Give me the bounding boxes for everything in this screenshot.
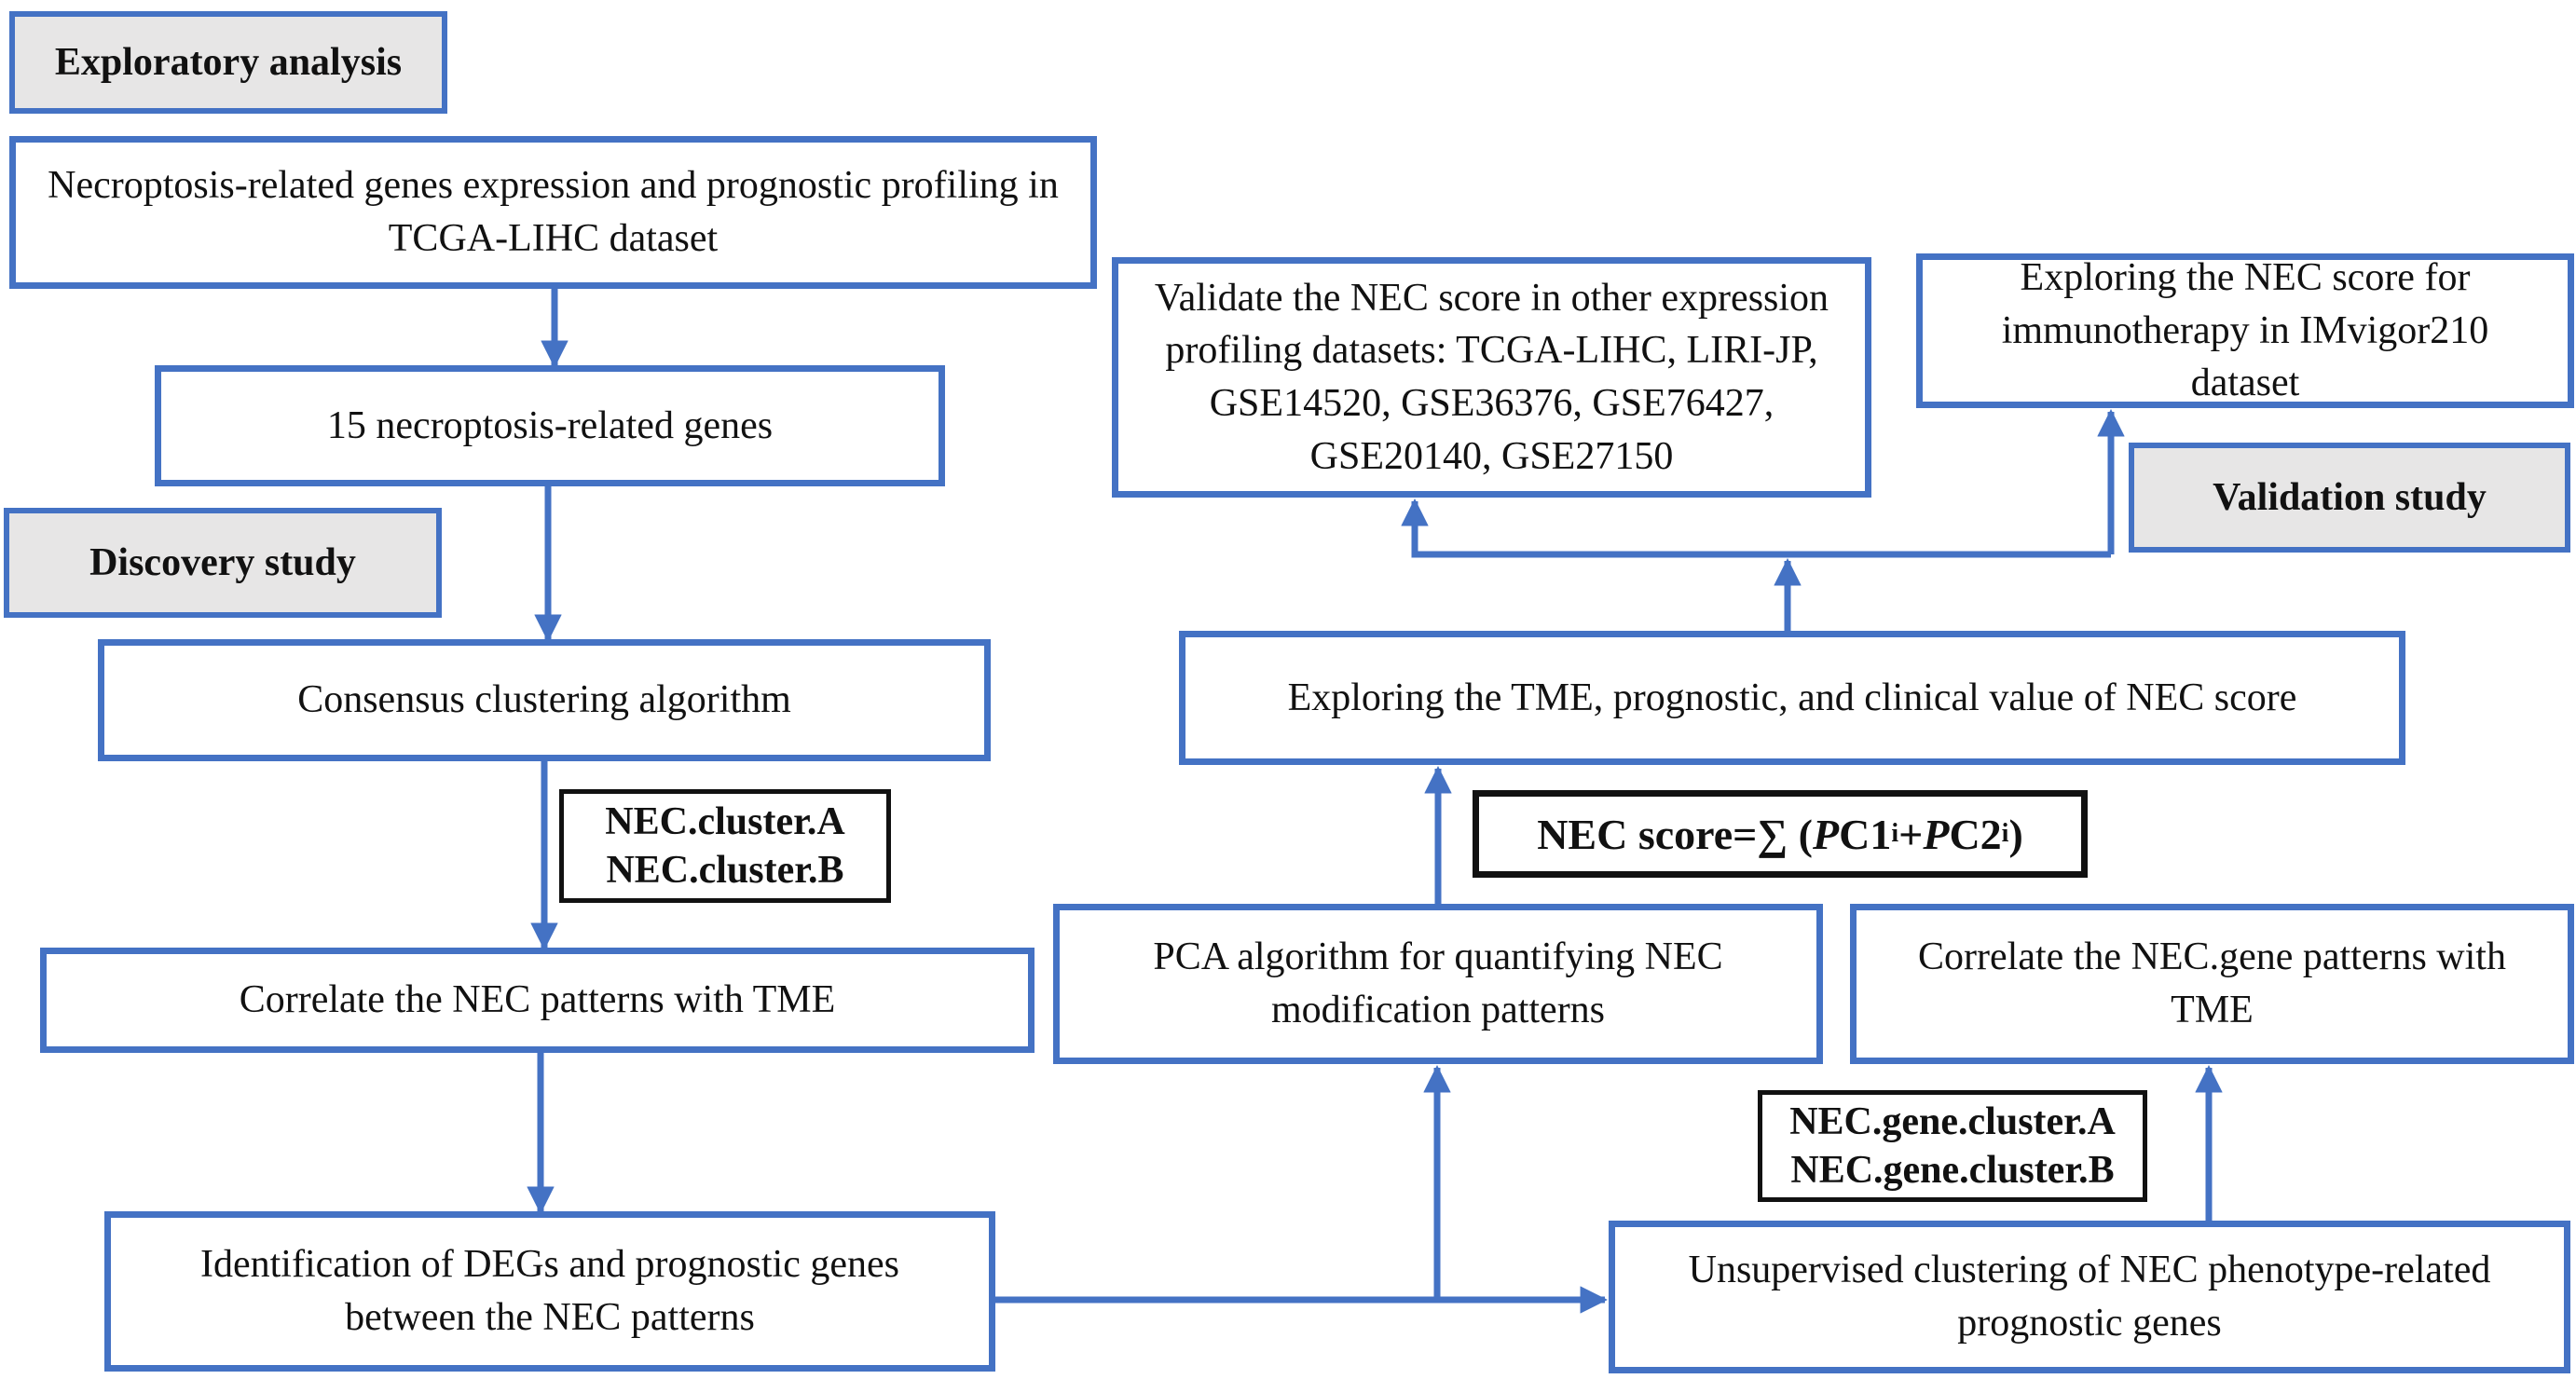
tag-line: NEC.gene.cluster.A — [1789, 1099, 2116, 1143]
node-explore-immunotherapy: Exploring the NEC score for immunotherap… — [1916, 253, 2574, 408]
node-pca-algorithm: PCA algorithm for quantifying NEC modifi… — [1053, 904, 1823, 1064]
node-text: Correlate the NEC patterns with TME — [239, 978, 836, 1022]
formula-sum: ∑ ( — [1757, 810, 1813, 858]
tag-nec-cluster: NEC.cluster.A NEC.cluster.B — [559, 789, 891, 903]
section-label-text: Discovery study — [89, 541, 356, 584]
node-text: 15 necroptosis-related genes — [326, 403, 774, 447]
formula-plus: + — [1898, 810, 1924, 858]
formula-lhs: NEC score= — [1537, 810, 1758, 858]
formula-p1: P — [1812, 810, 1840, 858]
formula-c1: C1 — [1839, 810, 1892, 858]
node-correlate-gene-patterns: Correlate the NEC.gene patterns with TME — [1850, 904, 2574, 1064]
node-explore-tme-value: Exploring the TME, prognostic, and clini… — [1179, 631, 2405, 765]
formula-sub2: i — [2001, 819, 2009, 848]
formula-close: ) — [2008, 810, 2023, 858]
section-label-text: Validation study — [2213, 476, 2487, 519]
node-consensus-clustering: Consensus clustering algorithm — [98, 639, 991, 761]
node-validate-datasets: Validate the NEC score in other expressi… — [1112, 257, 1871, 498]
tag-nec-gene-cluster: NEC.gene.cluster.A NEC.gene.cluster.B — [1758, 1090, 2147, 1202]
formula-sub1: i — [1891, 819, 1899, 848]
tag-line: NEC.cluster.B — [606, 849, 844, 892]
formula-p2: P — [1923, 810, 1950, 858]
formula-c2: C2 — [1949, 810, 2002, 858]
node-text: Unsupervised clustering of NEC phenotype… — [1688, 1249, 2491, 1345]
node-text: PCA algorithm for quantifying NEC modifi… — [1153, 935, 1723, 1031]
node-text: Correlate the NEC.gene patterns with TME — [1918, 935, 2506, 1031]
node-text: Identification of DEGs and prognostic ge… — [200, 1243, 899, 1339]
section-label-text: Exploratory analysis — [54, 41, 403, 84]
section-label-validation: Validation study — [2129, 443, 2570, 553]
formula-nec-score: NEC score= ∑ ( P C1 i + P C2 i ) — [1473, 790, 2088, 878]
node-text: Necroptosis-related genes expression and… — [48, 164, 1059, 260]
section-label-discovery: Discovery study — [4, 508, 442, 618]
node-text: Validate the NEC score in other expressi… — [1154, 276, 1829, 478]
arrow-split-to-validate — [1401, 498, 2111, 558]
tag-line: NEC.cluster.A — [605, 799, 845, 843]
node-unsupervised-clustering: Unsupervised clustering of NEC phenotype… — [1609, 1221, 2570, 1373]
node-identify-degs: Identification of DEGs and prognostic ge… — [104, 1211, 995, 1372]
node-text: Exploring the TME, prognostic, and clini… — [1287, 676, 2297, 719]
node-correlate-nec-patterns: Correlate the NEC patterns with TME — [40, 948, 1035, 1053]
node-text: Exploring the NEC score for immunotherap… — [2001, 255, 2489, 405]
node-15-genes: 15 necroptosis-related genes — [155, 365, 945, 486]
node-expression-profiling: Necroptosis-related genes expression and… — [9, 136, 1097, 289]
node-text: Consensus clustering algorithm — [297, 678, 791, 722]
tag-line: NEC.gene.cluster.B — [1790, 1149, 2115, 1192]
section-label-exploratory: Exploratory analysis — [9, 11, 447, 114]
